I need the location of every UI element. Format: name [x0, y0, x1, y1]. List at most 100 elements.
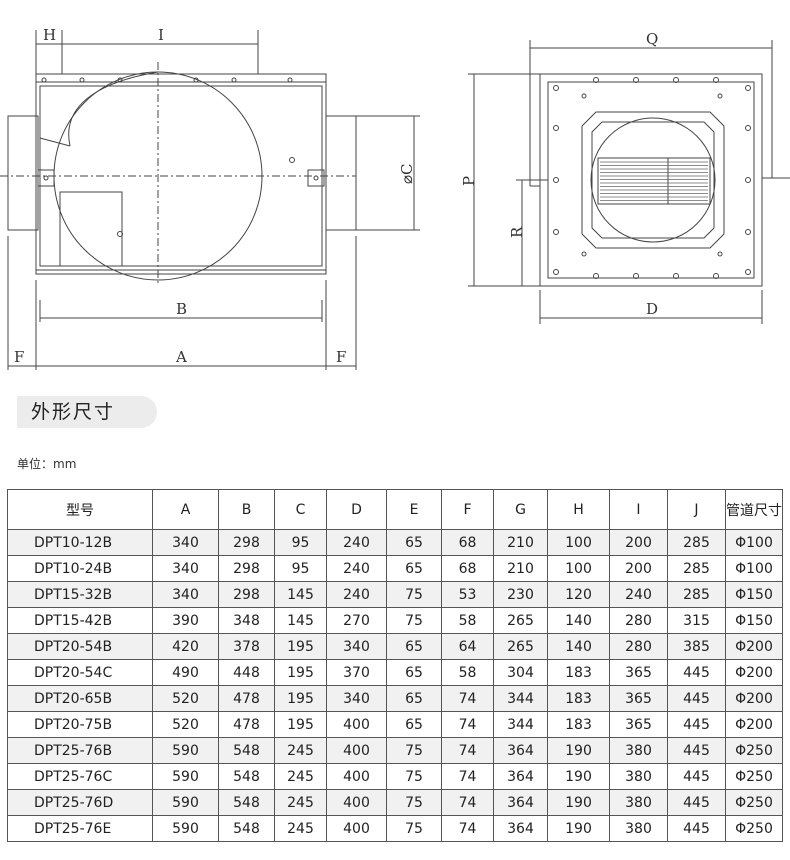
dimension-label-b: B — [176, 300, 187, 318]
header-d: D — [326, 489, 387, 530]
cell-h: 183 — [547, 659, 610, 686]
cell-j: 285 — [667, 555, 726, 582]
dimension-label-f-right: F — [336, 348, 346, 366]
cell-j: 315 — [667, 607, 726, 634]
dimension-label-a: A — [175, 348, 187, 366]
cell-f: 68 — [441, 555, 494, 582]
cell-b: 348 — [218, 607, 275, 634]
cell-model: DPT20-65B — [7, 685, 153, 712]
cell-g: 210 — [493, 555, 548, 582]
cell-model: DPT10-24B — [7, 555, 153, 582]
cell-g: 210 — [493, 529, 548, 556]
front-view-drawing — [468, 40, 790, 324]
cell-b: 298 — [218, 529, 275, 556]
cell-model: DPT20-54B — [7, 633, 153, 660]
cell-model: DPT25-76D — [7, 789, 153, 816]
header-c: C — [274, 489, 327, 530]
cell-model: DPT10-12B — [7, 529, 153, 556]
cell-e: 75 — [386, 607, 442, 634]
cell-a: 340 — [152, 555, 219, 582]
cell-e: 75 — [386, 789, 442, 816]
cell-f: 74 — [441, 711, 494, 738]
cell-f: 58 — [441, 659, 494, 686]
cell-h: 140 — [547, 633, 610, 660]
cell-h: 120 — [547, 581, 610, 608]
cell-j: 385 — [667, 633, 726, 660]
cell-d: 400 — [326, 815, 387, 842]
cell-model: DPT20-54C — [7, 659, 153, 686]
cell-h: 100 — [547, 555, 610, 582]
cell-f: 74 — [441, 737, 494, 764]
cell-b: 478 — [218, 711, 275, 738]
cell-model: DPT15-32B — [7, 581, 153, 608]
cell-j: 445 — [667, 815, 726, 842]
cell-b: 548 — [218, 737, 275, 764]
cell-model: DPT25-76B — [7, 737, 153, 764]
cell-h: 140 — [547, 607, 610, 634]
cell-duct-size: Φ100 — [725, 555, 783, 582]
cell-j: 445 — [667, 659, 726, 686]
cell-d: 240 — [326, 555, 387, 582]
cell-f: 64 — [441, 633, 494, 660]
cell-i: 365 — [609, 685, 668, 712]
cell-c: 195 — [274, 633, 327, 660]
dimension-label-f-left: F — [14, 348, 24, 366]
cell-i: 380 — [609, 763, 668, 790]
cell-b: 378 — [218, 633, 275, 660]
cell-i: 200 — [609, 555, 668, 582]
unit-label: 单位：mm — [17, 457, 77, 471]
section-title: 外形尺寸 — [17, 396, 157, 428]
cell-f: 53 — [441, 581, 494, 608]
cell-f: 74 — [441, 763, 494, 790]
header-f: F — [441, 489, 494, 530]
dimension-label-d: D — [646, 300, 658, 318]
cell-e: 75 — [386, 737, 442, 764]
cell-d: 370 — [326, 659, 387, 686]
cell-g: 344 — [493, 685, 548, 712]
cell-h: 190 — [547, 789, 610, 816]
cell-g: 344 — [493, 711, 548, 738]
cell-c: 245 — [274, 737, 327, 764]
header-j: J — [667, 489, 726, 530]
cell-h: 190 — [547, 737, 610, 764]
cell-e: 65 — [386, 633, 442, 660]
technical-drawings: H I ⌀C B A F F — [0, 26, 790, 370]
cell-f: 58 — [441, 607, 494, 634]
cell-c: 195 — [274, 711, 327, 738]
cell-duct-size: Φ150 — [725, 581, 783, 608]
cell-g: 364 — [493, 815, 548, 842]
cell-f: 74 — [441, 815, 494, 842]
cell-duct-size: Φ250 — [725, 737, 783, 764]
cell-b: 298 — [218, 555, 275, 582]
cell-i: 365 — [609, 659, 668, 686]
side-view-drawing — [0, 30, 420, 370]
cell-d: 340 — [326, 633, 387, 660]
cell-i: 380 — [609, 789, 668, 816]
cell-j: 445 — [667, 711, 726, 738]
cell-model: DPT20-75B — [7, 711, 153, 738]
cell-c: 95 — [274, 529, 327, 556]
cell-j: 285 — [667, 581, 726, 608]
cell-d: 400 — [326, 763, 387, 790]
cell-a: 590 — [152, 763, 219, 790]
cell-duct-size: Φ200 — [725, 711, 783, 738]
cell-a: 520 — [152, 685, 219, 712]
cell-d: 240 — [326, 581, 387, 608]
cell-a: 590 — [152, 789, 219, 816]
dimension-label-h: H — [43, 26, 56, 44]
cell-b: 548 — [218, 789, 275, 816]
header-a: A — [152, 489, 219, 530]
header-g: G — [493, 489, 548, 530]
cell-e: 65 — [386, 555, 442, 582]
cell-h: 183 — [547, 685, 610, 712]
cell-c: 245 — [274, 763, 327, 790]
cell-j: 445 — [667, 685, 726, 712]
cell-duct-size: Φ250 — [725, 789, 783, 816]
header-duct-size: 管道尺寸 — [725, 489, 783, 530]
cell-h: 183 — [547, 711, 610, 738]
